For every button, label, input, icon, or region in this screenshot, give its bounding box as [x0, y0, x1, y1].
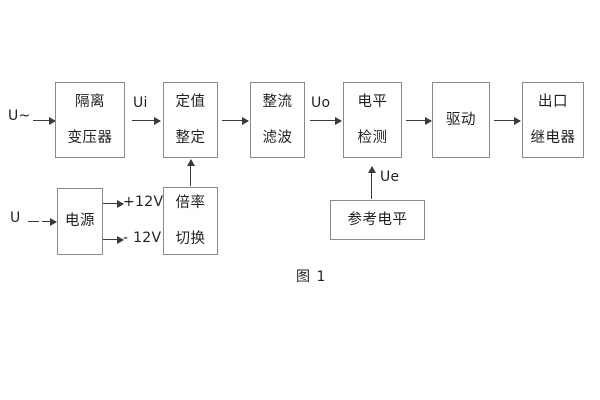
arrow-power-neg12	[103, 239, 123, 241]
block-power-supply: 电源	[57, 188, 103, 255]
block-rectify-filter-line1: 整流	[262, 93, 293, 110]
block-level-detection-line1: 电平	[357, 93, 388, 110]
signal-label-pos12: +12V	[123, 194, 164, 210]
block-multiplier-switch-line1: 倍率	[175, 194, 206, 211]
figure-caption: 图 1	[296, 269, 327, 285]
arrow-transformer-to-setting	[132, 120, 160, 122]
block-isolation-transformer-line1: 隔离	[75, 93, 105, 110]
input-label-dc: U	[10, 210, 21, 226]
block-setting-value: 定值 整定	[163, 82, 218, 158]
block-isolation-transformer-line2: 变压器	[67, 130, 113, 146]
arrow-ac-to-transformer	[33, 120, 55, 122]
arrow-multiplier-to-setting	[190, 160, 192, 186]
arrow-reference-to-level	[371, 167, 373, 199]
signal-label-ui: Ui	[133, 95, 148, 111]
dash-dc-input	[28, 221, 39, 223]
signal-label-uo: Uo	[311, 95, 331, 111]
block-rectify-filter-line2: 滤波	[262, 130, 293, 146]
block-level-detection-line2: 检测	[357, 130, 388, 146]
block-power-supply-line1: 电源	[65, 213, 95, 230]
arrow-power-pos12	[103, 203, 123, 205]
arrow-rectify-to-level	[310, 120, 341, 122]
block-level-detection: 电平 检测	[343, 82, 402, 158]
input-label-ac: U~	[8, 108, 31, 124]
block-drive-line1: 驱动	[446, 111, 476, 128]
block-output-relay-line2: 继电器	[530, 130, 576, 146]
block-drive: 驱动	[432, 82, 490, 158]
arrow-setting-to-rectify	[222, 120, 248, 122]
signal-label-neg12: - 12V	[123, 230, 162, 246]
block-rectify-filter: 整流 滤波	[250, 82, 305, 158]
block-isolation-transformer: 隔离 变压器	[55, 82, 125, 158]
signal-label-ue: Ue	[380, 169, 400, 185]
arrow-level-to-drive	[406, 120, 431, 122]
block-setting-value-line2: 整定	[175, 130, 206, 146]
block-output-relay: 出口 继电器	[522, 82, 584, 158]
block-multiplier-switch: 倍率 切换	[163, 187, 218, 255]
block-multiplier-switch-line2: 切换	[175, 231, 206, 247]
block-reference-level: 参考电平	[330, 200, 425, 240]
block-setting-value-line1: 定值	[175, 93, 206, 110]
arrow-dc-to-power-supply	[42, 221, 56, 223]
block-output-relay-line1: 出口	[538, 93, 568, 110]
arrow-drive-to-relay	[494, 120, 520, 122]
block-reference-level-line1: 参考电平	[347, 211, 408, 228]
